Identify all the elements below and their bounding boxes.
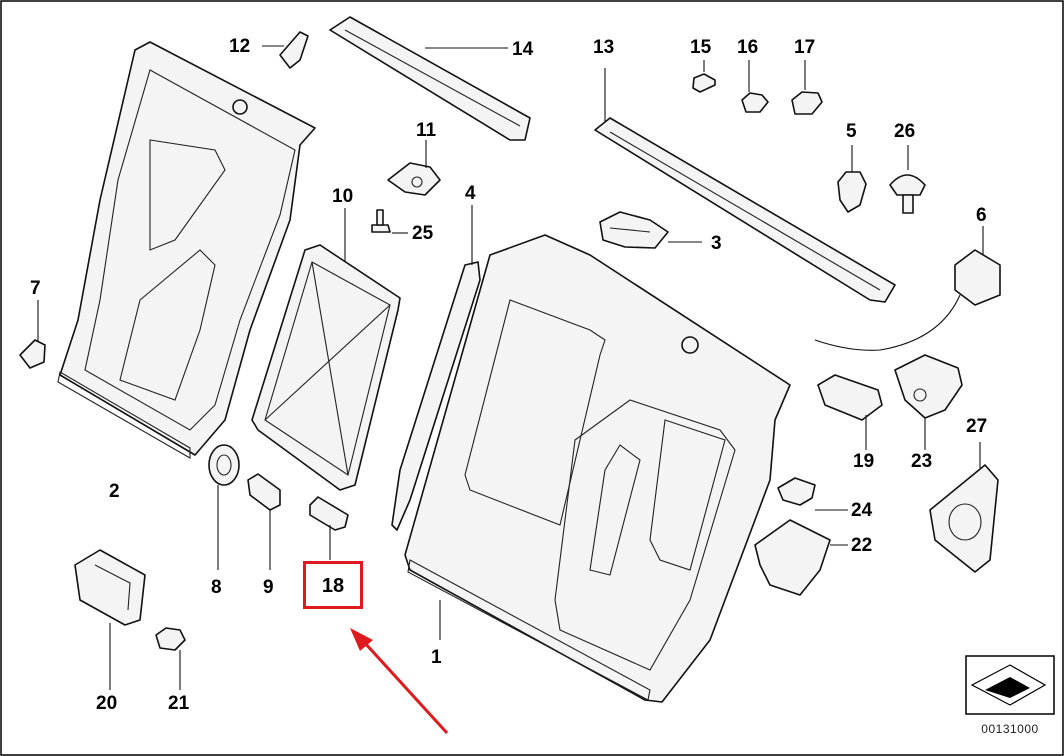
label-25: 25 (412, 223, 434, 244)
label-20: 20 (96, 693, 118, 714)
label-26: 26 (894, 121, 916, 142)
part-15-screw (692, 60, 716, 93)
part-27-trim-cover (929, 442, 999, 573)
label-11: 11 (416, 120, 437, 141)
label-13: 13 (593, 37, 615, 58)
label-1: 1 (431, 647, 442, 668)
logo-box (965, 655, 1055, 715)
label-15: 15 (690, 37, 712, 58)
label-17: 17 (794, 37, 816, 58)
label-8: 8 (211, 577, 222, 598)
label-3: 3 (711, 233, 722, 254)
label-23: 23 (911, 451, 933, 472)
label-19: 19 (853, 451, 875, 472)
part-8-washer (208, 444, 240, 570)
label-5: 5 (846, 121, 857, 142)
part-11-latch-bracket (387, 140, 441, 196)
label-18: 18 (321, 575, 345, 597)
label-14: 14 (512, 39, 534, 60)
part-21-bolt (155, 627, 186, 690)
part-6-cable-lock (814, 226, 1001, 351)
part-24-clip (777, 477, 848, 511)
part-2-seat-back-frame (57, 41, 316, 459)
part-26-cap (889, 145, 926, 214)
label-10: 10 (332, 186, 354, 207)
highlight-arrow (350, 628, 449, 735)
part-5-clip (837, 145, 867, 213)
part-23-bracket (894, 354, 963, 450)
part-18-clip (309, 496, 349, 560)
label-6: 6 (976, 205, 987, 226)
part-20-lock-bracket (74, 549, 146, 690)
highlight-box-part-18: 18 (303, 561, 363, 609)
label-24: 24 (851, 500, 873, 521)
part-19-bracket (817, 374, 883, 450)
part-13-long-rail (594, 68, 896, 303)
part-10-cover-panel (251, 208, 401, 491)
part-4-side-strip (391, 205, 481, 531)
catalog-number: 00131000 (981, 722, 1039, 736)
part-7-clip (19, 300, 46, 369)
part-3-latch (599, 211, 702, 249)
part-14-upper-rail (329, 16, 531, 141)
part-22-cover (754, 519, 848, 596)
label-2: 2 (109, 481, 120, 502)
label-4: 4 (465, 183, 476, 204)
part-9-bolt (247, 473, 281, 570)
label-21: 21 (168, 693, 190, 714)
part-25-bolt (371, 209, 408, 234)
label-16: 16 (737, 37, 759, 58)
label-7: 7 (30, 278, 41, 299)
part-16-screw (741, 60, 769, 113)
label-9: 9 (263, 577, 274, 598)
label-22: 22 (851, 535, 873, 556)
part-12-hinge-bracket (262, 31, 309, 69)
part-17-screw (791, 60, 823, 115)
label-12: 12 (229, 36, 251, 57)
label-27: 27 (966, 416, 988, 437)
part-1-seat-back-frame (404, 234, 791, 703)
